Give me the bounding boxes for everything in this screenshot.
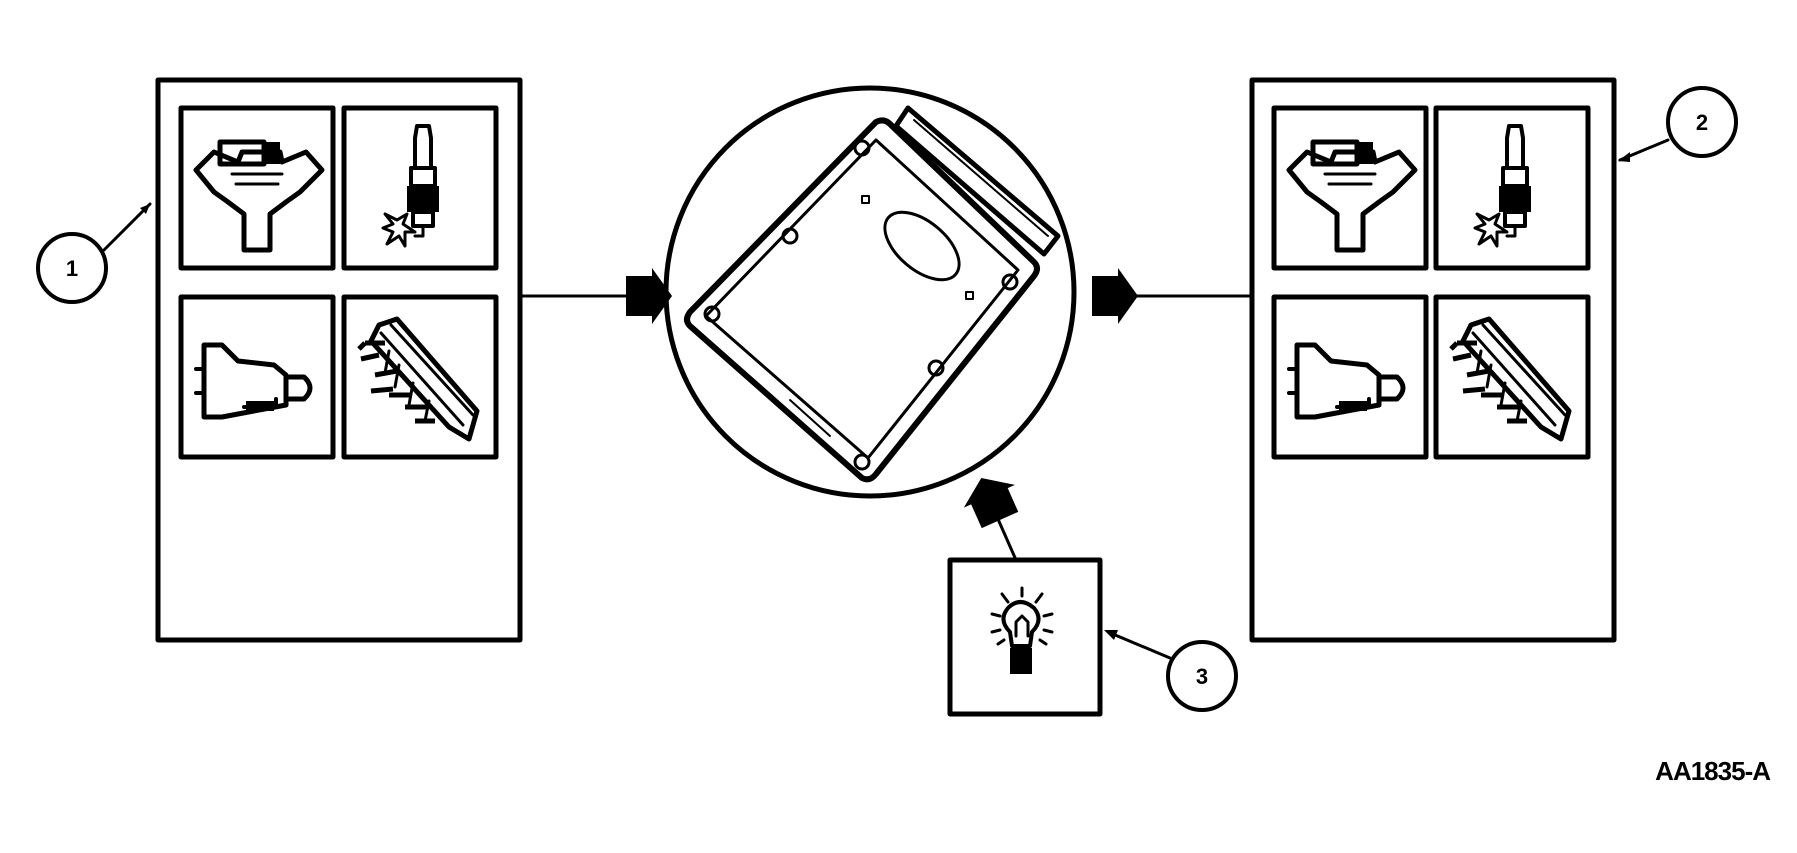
callout-number-2: 2	[1696, 110, 1708, 135]
callout-3: 3	[1104, 630, 1238, 712]
lamp-signal-connector	[955, 466, 1026, 561]
output-signal-connector	[1092, 268, 1252, 324]
input-panel	[155, 77, 523, 643]
control-module-icon	[663, 85, 1077, 499]
output-panel-frame	[1249, 77, 1617, 643]
spark-plug-icon	[341, 105, 499, 271]
transmission-icon	[178, 294, 336, 460]
callout-number-3: 3	[1196, 664, 1208, 689]
output-panel	[1249, 77, 1617, 643]
callout-2: 2	[1618, 86, 1738, 162]
fuel-injector-icon	[178, 105, 336, 271]
indicator-lamp-icon	[947, 557, 1103, 717]
ignition-module-icon	[1433, 294, 1591, 460]
callout-number-1: 1	[66, 256, 78, 281]
input-signal-connector	[520, 268, 672, 324]
input-panel-frame	[155, 77, 523, 643]
ignition-module-icon	[341, 294, 499, 460]
figure-id: AA1835-A	[1655, 756, 1771, 786]
transmission-icon	[1271, 294, 1429, 460]
spark-plug-icon	[1433, 105, 1591, 271]
fuel-injector-icon	[1271, 105, 1429, 271]
callout-1: 1	[36, 202, 152, 304]
